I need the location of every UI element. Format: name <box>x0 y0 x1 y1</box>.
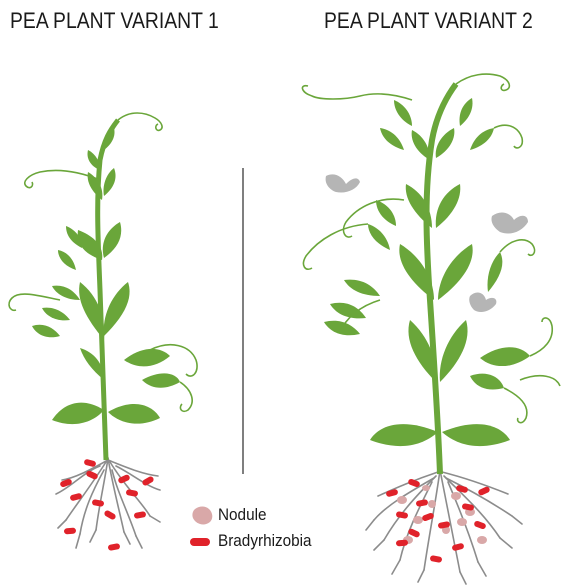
nodule-legend-icon <box>192 507 212 525</box>
plant-1-leaves <box>32 128 180 424</box>
plant-2 <box>302 74 560 584</box>
legend <box>190 507 212 546</box>
plant-1 <box>9 113 197 551</box>
legend-bradyrhizobia-label: Bradyrhizobia <box>218 531 312 551</box>
plant-2-nodules <box>397 485 487 544</box>
bradyrhizobia-legend-icon <box>190 538 210 546</box>
plant-1-roots <box>56 458 160 548</box>
legend-nodule-label: Nodule <box>218 505 266 525</box>
